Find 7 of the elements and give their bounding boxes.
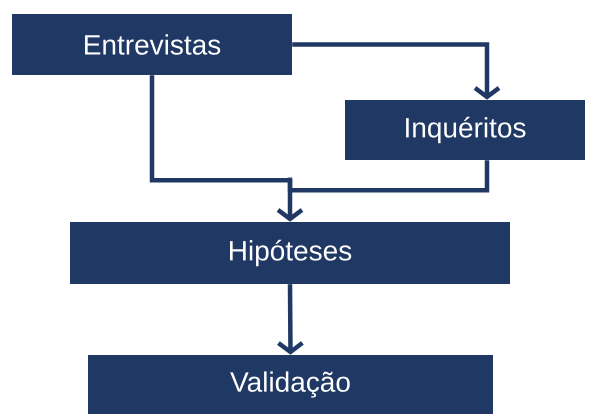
arrow [292,42,500,100]
arrow [276,178,304,222]
process-box: Inquéritos [345,100,585,160]
process-box: Entrevistas [12,14,292,75]
process-box: Hipóteses [70,222,510,284]
process-box: Validação [88,355,493,414]
arrow [277,284,304,355]
